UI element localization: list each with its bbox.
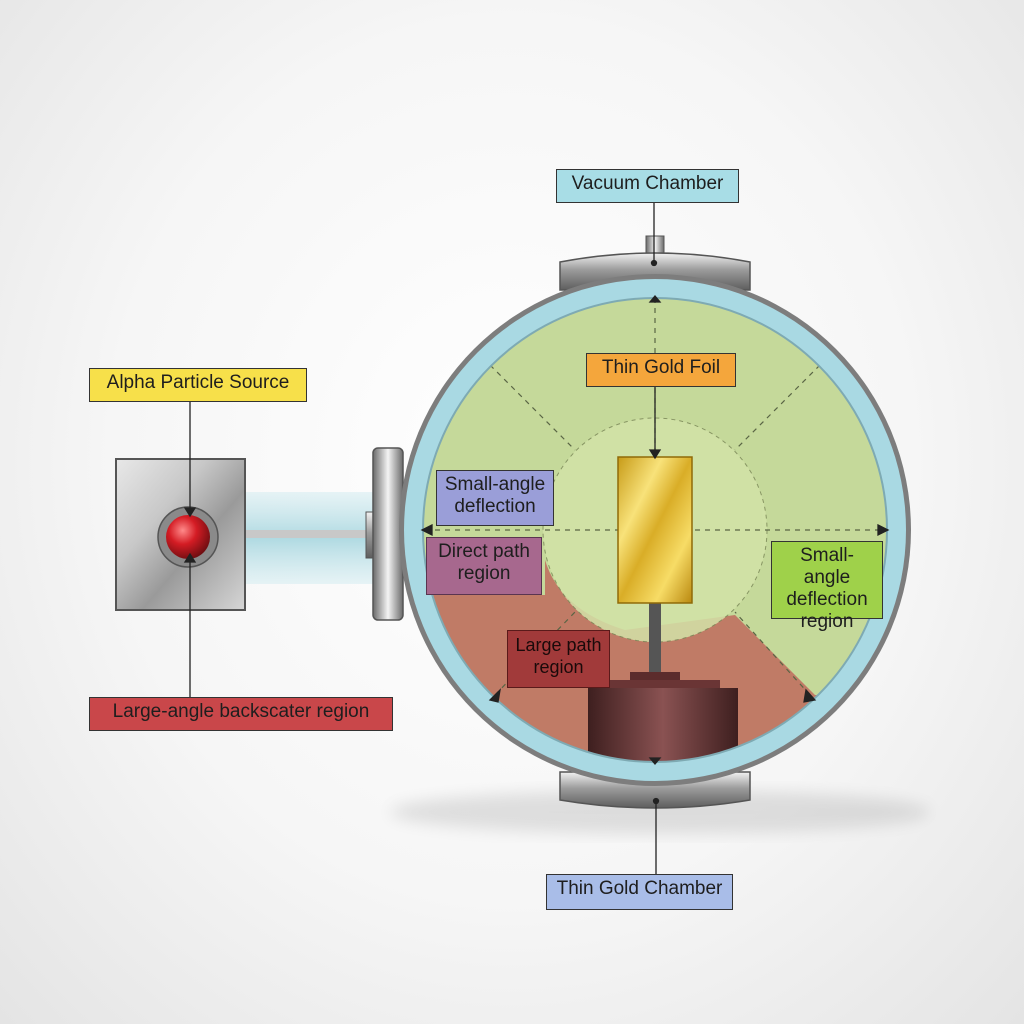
label-line: Small-angle [800, 545, 854, 588]
label-alpha-particle-source: Alpha Particle Source [89, 368, 307, 402]
foil-pedestal [588, 600, 738, 762]
label-line: region [457, 563, 511, 584]
gold-foil [617, 456, 693, 604]
label-line: region [533, 657, 584, 677]
label-vacuum-chamber: Vacuum Chamber [556, 169, 739, 203]
label-small-angle-deflection-left: Small-angle deflection [436, 470, 554, 526]
label-line: deflection [454, 496, 536, 517]
floor-shadow [390, 790, 930, 834]
label-thin-gold-chamber: Thin Gold Chamber [546, 874, 733, 910]
label-line: Small-angle [444, 474, 546, 495]
source-ball [166, 515, 210, 559]
label-small-angle-deflection-region-right: Small-angle deflection region [771, 541, 883, 632]
label-line: Large path [515, 635, 602, 655]
leader-lines [183, 203, 890, 874]
label-thin-gold-foil: Thin Gold Foil [586, 353, 736, 387]
chamber-flange [365, 447, 404, 621]
alpha-source-box [115, 458, 246, 611]
beam-rod [245, 530, 375, 538]
label-line: Direct path [438, 541, 530, 562]
label-large-angle-backscatter-region: Large-angle backscater region [89, 697, 393, 731]
label-direct-path-region: Direct path region [426, 537, 542, 595]
label-line: deflection [786, 589, 868, 610]
label-large-path-region: Large path region [507, 630, 610, 688]
label-line: region [800, 611, 854, 632]
